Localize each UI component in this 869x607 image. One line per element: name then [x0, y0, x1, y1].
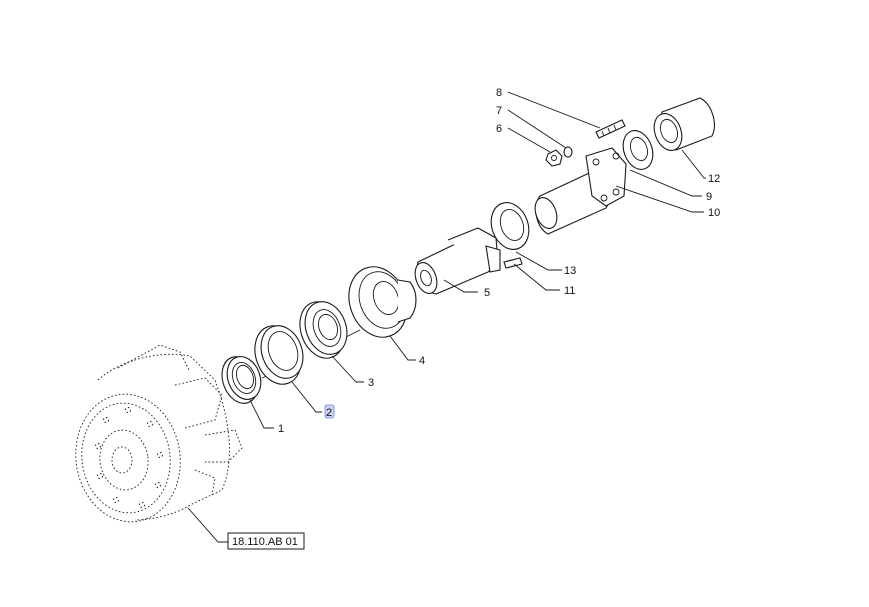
label-8: 8	[496, 87, 502, 99]
pin-part-11	[503, 257, 523, 269]
label-5: 5	[484, 287, 490, 299]
label-12: 12	[708, 173, 720, 185]
ring-part-13	[490, 202, 530, 250]
stud-part-8	[595, 119, 626, 139]
lock-washer-part-7	[563, 146, 573, 158]
label-7: 7	[496, 105, 502, 117]
bushing-part-12	[653, 97, 715, 151]
shaft-part-5	[414, 227, 501, 295]
washer-part-9	[622, 130, 654, 170]
reference-callout[interactable]: 18.110.AB 01	[227, 532, 305, 550]
reference-label: 18.110.AB 01	[232, 536, 298, 548]
label-13: 13	[564, 265, 576, 277]
label-1: 1	[278, 423, 284, 435]
roller-bearing-part-3	[299, 301, 348, 359]
nut-part-6	[545, 149, 563, 167]
label-2: 2	[326, 407, 332, 419]
label-4: 4	[419, 355, 425, 367]
label-3: 3	[368, 377, 374, 389]
label-6: 6	[496, 123, 502, 135]
label-11: 11	[564, 285, 575, 297]
seal-part-2	[254, 325, 304, 385]
flanged-sleeve-part-10	[534, 147, 627, 235]
label-9: 9	[706, 191, 712, 203]
label-highlight	[324, 404, 335, 419]
bearing-part-1	[221, 356, 262, 404]
clutch-housing-dotted	[75, 344, 243, 523]
label-10: 10	[708, 207, 720, 219]
carrier-hub-part-4	[348, 266, 417, 338]
leader-lines	[187, 91, 706, 543]
